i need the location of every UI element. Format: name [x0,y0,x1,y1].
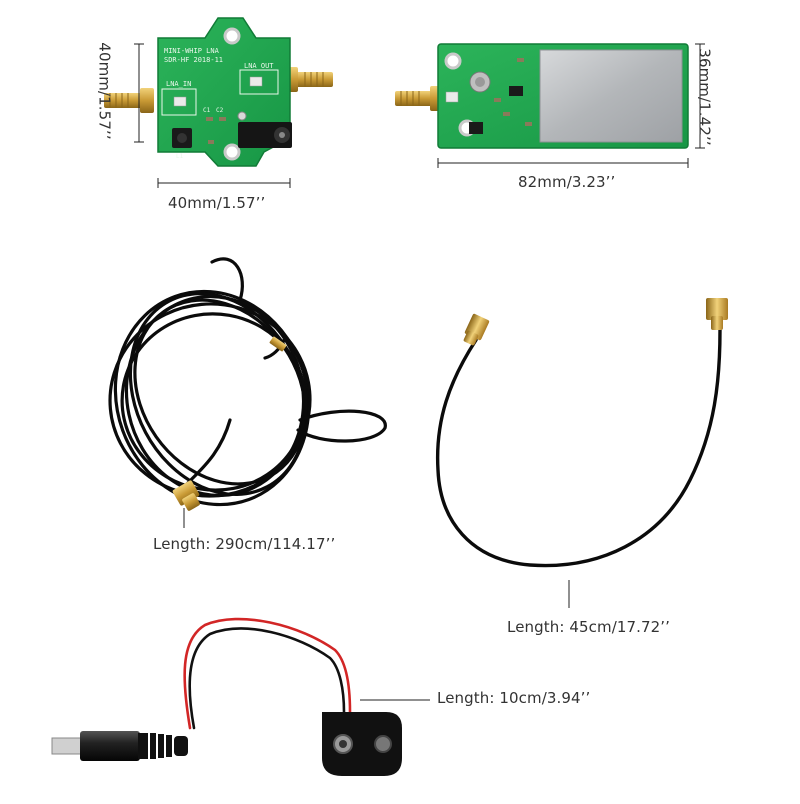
lna-width-label: 40mm/1.57’’ [168,194,266,212]
lna-silkscreen-line-1: MINI-WHIP LNA [164,47,220,55]
short-cable-sma-connector-left [463,313,490,346]
lna-out-sma-connector [284,67,333,92]
lna-c1-silkscreen: C1 [203,107,211,114]
antenna-width-label: 82mm/3.23’’ [518,173,616,191]
dc-barrel-plug [51,731,188,761]
lna-in-sma-connector [104,88,154,113]
lna-dimension-lines [134,43,291,188]
lna-c2-silkscreen: C2 [216,107,224,114]
long-cable-sma-connector [172,480,200,511]
antenna-sma-connector [395,86,444,111]
antenna-height-label: 36mm/1.42’’ [695,48,714,146]
lna-silkscreen-line-2: SDR-HF 2018-11 [164,56,223,64]
lna-in-silkscreen-label: LNA_IN [166,80,191,88]
lna-l1-silkscreen: L1 [176,153,184,160]
short-cable-sma-connector-right [706,298,728,330]
short-cable-length-label: Length: 45cm/17.72’’ [507,618,671,636]
long-cable-sma-connector-end [269,336,287,352]
battery-clip-length-label: Length: 10cm/3.94’’ [437,689,591,707]
short-coax-cable [435,328,722,568]
antenna-dimension-lines [437,43,705,168]
battery-snap-clip [322,712,402,776]
lna-out-silkscreen-label: LNA_OUT [244,62,274,70]
antenna-board [395,43,689,149]
battery-clip-wires [183,617,352,730]
long-coax-cable [108,257,387,507]
lna-board: MINI-WHIP LNA SDR-HF 2018-11 LNA_IN LNA_… [104,17,333,167]
long-cable-length-label: Length: 290cm/114.17’’ [153,535,336,553]
lna-height-label: 40mm/1.57’’ [95,42,114,140]
